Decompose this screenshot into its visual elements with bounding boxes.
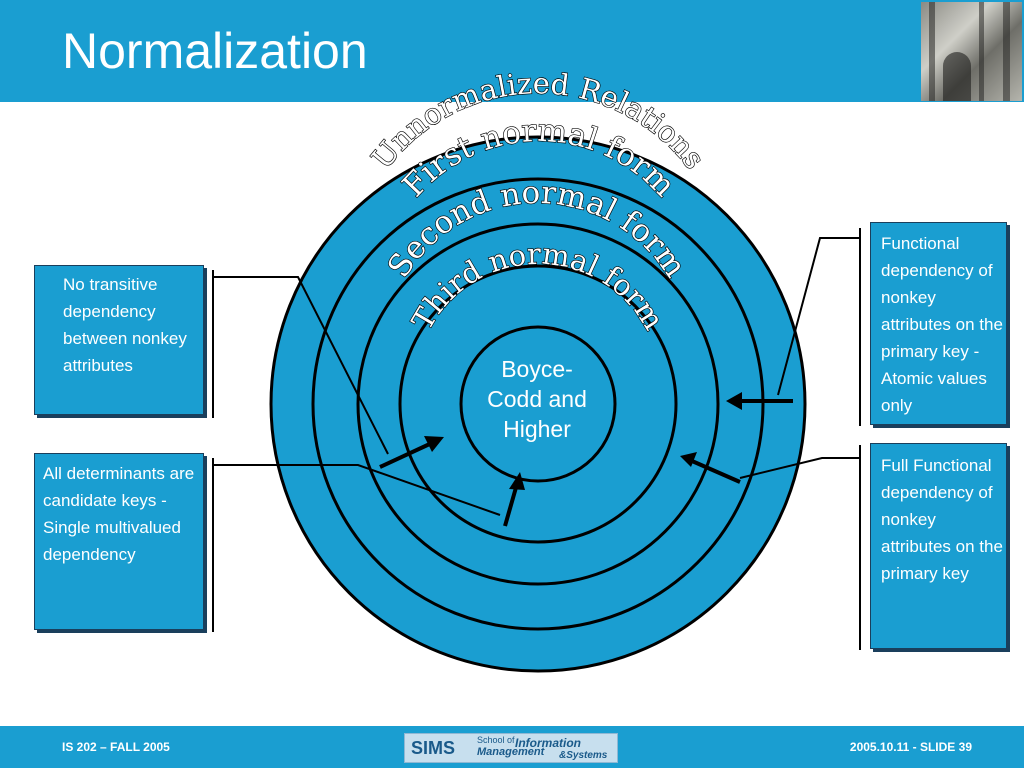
bcnf-label-line-3: Higher — [503, 416, 571, 442]
bcnf-label: Boyce- Codd and Higher — [452, 354, 622, 444]
logo-sims: SIMS — [411, 738, 456, 758]
arrow-to-second-normal-form — [680, 452, 741, 484]
logo-information: Information — [515, 736, 581, 750]
connector-left-top — [213, 276, 389, 455]
slide-title: Normalization — [62, 23, 368, 79]
ring-bcnf — [459, 325, 617, 483]
header-divider — [0, 102, 1024, 106]
box-all-determinants-candidate-keys: All determinants are candidate keys - Si… — [34, 453, 204, 630]
box-full-functional-dependency: Full Functional dependency of nonkey att… — [870, 443, 1007, 649]
bcnf-label-line-2: Codd and — [487, 386, 587, 412]
logo-school-of: School of — [477, 735, 515, 745]
normalization-diagram: Unnormalized Relations First normal form… — [212, 66, 861, 673]
arrow-to-first-normal-form — [726, 392, 793, 410]
connector-right-bottom — [739, 457, 860, 479]
box-no-transitive-dependency: No transitive dependency between nonkey … — [34, 265, 204, 415]
footer-course: IS 202 – FALL 2005 — [62, 740, 170, 754]
logo-management: Management — [477, 746, 545, 758]
title-bar: Normalization — [0, 0, 1024, 102]
arrow-to-third-normal-form — [379, 436, 444, 469]
box-functional-dependency: Functional dependency of nonkey attribut… — [870, 222, 1007, 425]
building-photo-icon — [921, 2, 1022, 101]
connector-right-top — [777, 237, 860, 396]
bcnf-label-line-1: Boyce- — [501, 356, 573, 382]
logo-systems: &Systems — [559, 750, 608, 761]
connector-left-bottom — [213, 464, 501, 516]
footer-slide-number: 2005.10.11 - SLIDE 39 — [849, 740, 972, 754]
sims-logo-icon: SIMS School of Management Information &S… — [404, 733, 618, 763]
arrow-to-bcnf — [503, 472, 525, 527]
